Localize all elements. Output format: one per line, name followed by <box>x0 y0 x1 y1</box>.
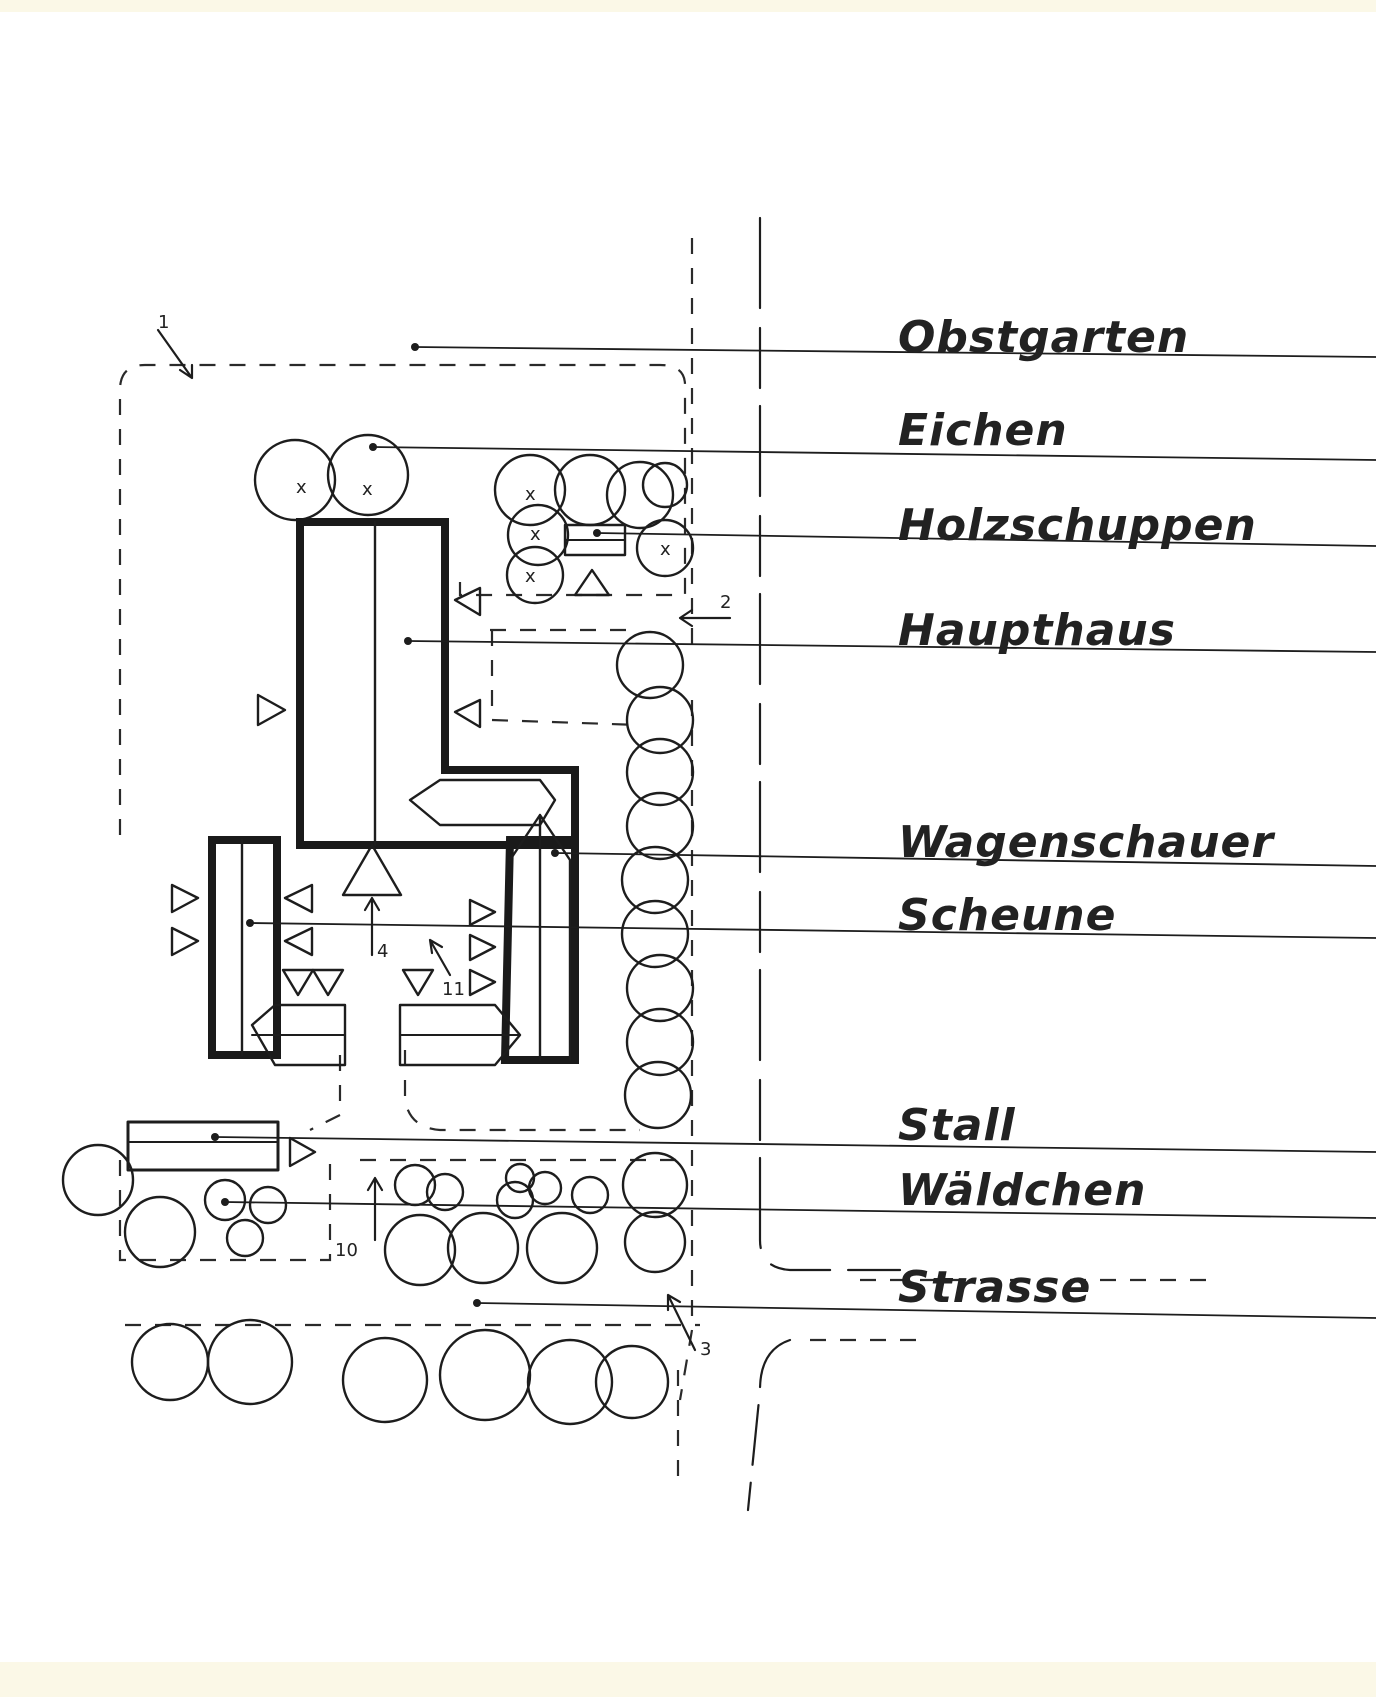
small-wood <box>61 1143 689 1287</box>
viewpoint-11: 11 <box>442 979 465 1000</box>
label-stall: Stall <box>898 1100 1016 1151</box>
viewpoint-arrows <box>156 328 732 1352</box>
oak-trees: x x <box>253 433 410 522</box>
svg-text:x: x <box>525 566 536 587</box>
viewpoint-10: 10 <box>335 1240 358 1261</box>
tree-row-south <box>130 1318 670 1426</box>
main-house <box>296 518 579 849</box>
tree-row-east <box>615 630 695 1130</box>
viewpoint-1: 1 <box>158 312 169 333</box>
svg-text:x: x <box>660 539 671 560</box>
woodshed <box>563 523 627 597</box>
barn <box>208 836 281 1059</box>
label-wagenschauer: Wagenschauer <box>898 817 1275 868</box>
label-strasse: Strasse <box>898 1262 1091 1313</box>
label-scheune: Scheune <box>898 890 1116 941</box>
road-edges <box>125 216 1220 1512</box>
viewpoint-4: 4 <box>377 941 388 962</box>
label-eichen: Eichen <box>898 405 1068 456</box>
legend-labels: Obstgarten Eichen Holzschuppen Haupthaus… <box>898 312 1275 1313</box>
orchard-boundary <box>118 363 687 835</box>
farmyard-south <box>309 1050 640 1132</box>
path-east <box>490 628 641 727</box>
woodshed-trees: x x x x <box>493 453 695 605</box>
viewpoint-3: 3 <box>700 1339 711 1360</box>
svg-text:x: x <box>525 484 536 505</box>
stall <box>126 1120 280 1172</box>
label-haupthaus: Haupthaus <box>898 605 1176 656</box>
svg-text:x: x <box>296 477 307 498</box>
stall-yard <box>118 1158 680 1262</box>
label-obstgarten: Obstgarten <box>898 312 1189 363</box>
leader-lines <box>211 343 1376 1319</box>
carriage-shed <box>250 778 579 1067</box>
label-waeldchen: Wäldchen <box>898 1165 1146 1216</box>
svg-text:x: x <box>362 479 373 500</box>
label-holzschuppen: Holzschuppen <box>898 500 1257 551</box>
svg-text:x: x <box>530 524 541 545</box>
viewpoint-2: 2 <box>720 592 731 613</box>
viewpoint-numbers: 1 2 3 4 10 11 <box>158 312 731 1360</box>
view-markers <box>170 586 497 1168</box>
